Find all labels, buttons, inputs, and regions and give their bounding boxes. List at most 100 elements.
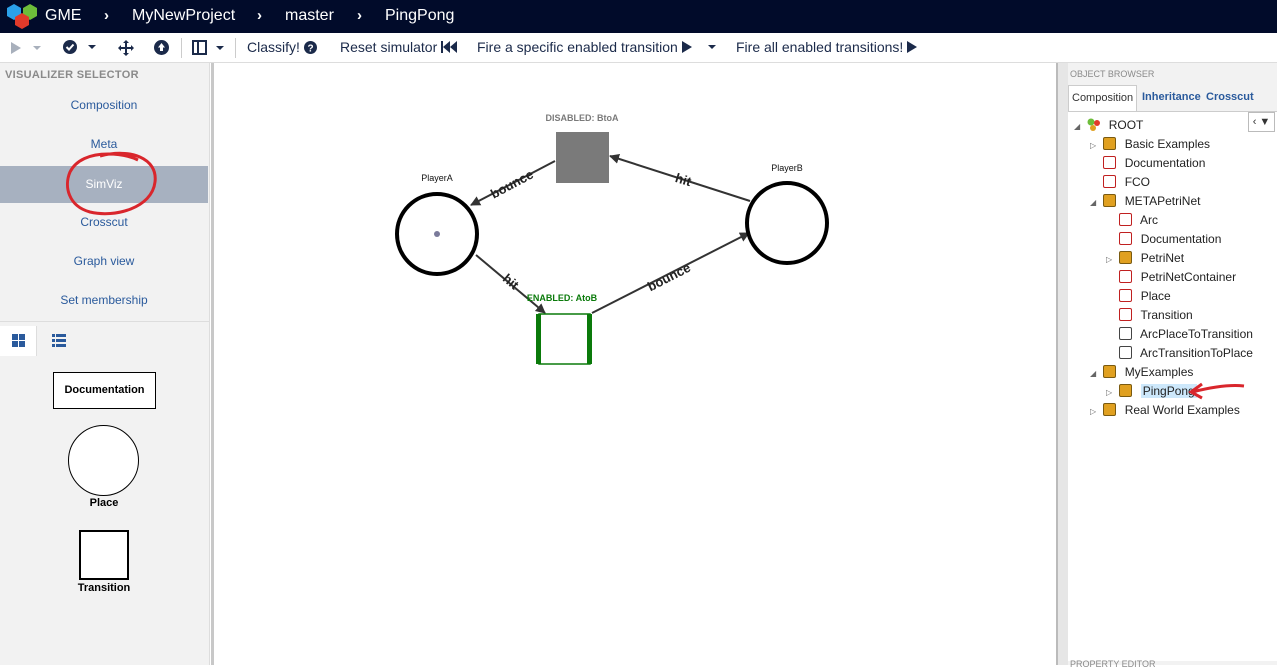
chevron-right-icon: ›	[104, 7, 109, 24]
collapsed-arrow-icon: ▷	[1090, 407, 1097, 416]
token-dot	[434, 231, 440, 237]
transition-atob-left-bar	[536, 314, 541, 364]
transition-atob-label: ENABLED: AtoB	[527, 293, 598, 303]
tree-item-real-world-examples[interactable]: ▷ Real World Examples	[1090, 401, 1240, 420]
place-playerb-label: PlayerB	[771, 163, 803, 173]
tree-item-metapetrinet[interactable]: ◢ METAPetriNet	[1090, 192, 1200, 211]
expanded-arrow-icon: ◢	[1090, 369, 1097, 378]
tree-item-myexamples[interactable]: ◢ MyExamples	[1090, 363, 1193, 382]
collapsed-arrow-icon: ▷	[1106, 255, 1113, 264]
arc-btoa-to-playera[interactable]	[470, 160, 556, 206]
tree-item-arc[interactable]: Arc	[1106, 211, 1158, 230]
play-icon	[907, 41, 918, 53]
check-circle-dropdown-icon[interactable]	[63, 40, 98, 55]
top-bar: GME › MyNewProject › master › PingPong	[0, 0, 1277, 33]
toolbar-divider	[181, 38, 182, 58]
arc-label-hit-bottom: hit	[500, 271, 522, 293]
expanded-arrow-icon: ◢	[1090, 198, 1097, 207]
tree-item-root[interactable]: ◢ ROOT	[1074, 116, 1143, 135]
tree-item-petrinetcontainer[interactable]: PetriNetContainer	[1106, 268, 1236, 287]
folder-icon	[1119, 384, 1133, 397]
collapsed-arrow-icon: ▷	[1090, 141, 1097, 150]
visualizer-simviz[interactable]: SimViz	[0, 166, 208, 203]
grid-icon	[12, 334, 25, 347]
fire-all-transitions-button[interactable]: Fire all enabled transitions!	[736, 39, 918, 55]
arc-label-bounce-bottom: bounce	[645, 260, 693, 294]
chevron-right-icon: ›	[257, 7, 262, 24]
panel-splitter[interactable]	[1056, 63, 1068, 665]
app-name[interactable]: GME	[45, 7, 82, 24]
grid-view-tab[interactable]	[0, 326, 37, 356]
tab-crosscut[interactable]: Crosscut	[1206, 91, 1254, 103]
breadcrumb-project[interactable]: MyNewProject	[132, 7, 236, 24]
svg-text:?: ?	[307, 44, 313, 55]
list-view-tab[interactable]	[40, 326, 77, 356]
connection-icon	[1119, 346, 1133, 359]
list-icon	[52, 334, 66, 347]
chevron-right-icon: ›	[357, 7, 362, 24]
meta-node-icon	[1119, 213, 1133, 226]
collapsed-arrow-icon: ▷	[1106, 388, 1113, 397]
breadcrumb-branch[interactable]: master	[285, 7, 334, 24]
folder-icon	[1119, 251, 1133, 264]
palette-place-shape[interactable]	[68, 425, 139, 496]
visualizer-composition[interactable]: Composition	[70, 98, 138, 112]
meta-node-icon	[1119, 270, 1133, 283]
fire-specific-transition-button[interactable]: Fire a specific enabled transition	[477, 39, 716, 55]
arc-playerb-to-btoa[interactable]	[609, 153, 751, 202]
folder-icon	[1103, 194, 1117, 207]
tree-item-basic-examples[interactable]: ▷ Basic Examples	[1090, 135, 1210, 154]
tree-item-petrinet[interactable]: ▷ PetriNet	[1106, 249, 1184, 268]
layout-columns-dropdown-icon[interactable]	[192, 40, 225, 55]
tree-item-documentation-meta[interactable]: Documentation	[1106, 230, 1221, 249]
visualizer-meta[interactable]: Meta	[90, 137, 118, 151]
classify-button[interactable]: Classify! ?	[247, 39, 317, 55]
object-browser-title: OBJECT BROWSER	[1070, 69, 1155, 79]
property-editor-title: PROPERTY EDITOR	[1070, 659, 1156, 669]
transition-atob-right-bar	[587, 314, 592, 364]
palette-transition-shape[interactable]	[79, 530, 129, 580]
visualizer-selector-title: VISUALIZER SELECTOR	[5, 69, 139, 81]
breadcrumb-model[interactable]: PingPong	[385, 7, 455, 24]
tree-item-place[interactable]: Place	[1106, 287, 1171, 306]
visualizer-panel: VISUALIZER SELECTOR Composition Meta Sim…	[0, 63, 210, 665]
simviz-canvas[interactable]: bounce hit hit bounce DISABLED: BtoA ENA…	[211, 63, 1056, 665]
visualizer-graph-view[interactable]: Graph view	[73, 254, 135, 268]
palette-transition-label: Transition	[77, 582, 131, 594]
folder-icon	[1103, 403, 1117, 416]
move-arrows-icon[interactable]	[118, 40, 134, 56]
meta-node-icon	[1119, 308, 1133, 321]
transition-btoa[interactable]	[556, 132, 609, 183]
transition-atob[interactable]	[538, 313, 591, 365]
reset-simulator-button[interactable]: Reset simulator	[340, 39, 458, 55]
play-dropdown-icon[interactable]	[11, 42, 41, 54]
arc-playera-to-atob[interactable]	[475, 254, 546, 314]
arc-label-bounce-top: bounce	[488, 167, 536, 202]
expanded-arrow-icon: ◢	[1074, 122, 1081, 131]
tree-item-pingpong[interactable]: ▷ PingPong	[1106, 382, 1197, 401]
visualizer-set-membership[interactable]: Set membership	[60, 293, 148, 307]
folder-icon	[1103, 137, 1117, 150]
filter-icon[interactable]: ‹ ▼	[1248, 112, 1275, 132]
place-playerb[interactable]	[745, 181, 829, 265]
toolbar: Classify! ? Reset simulator Fire a speci…	[0, 33, 1277, 63]
petri-net-diagram: bounce hit hit bounce DISABLED: BtoA ENA…	[395, 113, 829, 365]
root-icon	[1087, 118, 1101, 131]
tree-item-transition[interactable]: Transition	[1106, 306, 1193, 325]
palette-documentation[interactable]: Documentation	[53, 372, 156, 409]
tree-item-arctransitiontoplace[interactable]: ArcTransitionToPlace	[1106, 344, 1253, 363]
visualizer-crosscut[interactable]: Crosscut	[80, 215, 128, 229]
tab-composition[interactable]: Composition	[1068, 85, 1138, 111]
tree-item-fco[interactable]: FCO	[1090, 173, 1150, 192]
divider	[0, 321, 210, 322]
meta-node-icon	[1103, 156, 1117, 169]
tab-inheritance[interactable]: Inheritance	[1142, 91, 1201, 103]
tree-item-arcplacetotransition[interactable]: ArcPlaceToTransition	[1106, 325, 1253, 344]
place-playera-label: PlayerA	[421, 173, 453, 183]
arrow-up-circle-icon[interactable]	[154, 40, 169, 55]
transition-btoa-label: DISABLED: BtoA	[546, 113, 619, 123]
red-annotation-circle	[66, 151, 157, 216]
tree-item-documentation[interactable]: Documentation	[1090, 154, 1205, 173]
arc-atob-to-playerb[interactable]	[591, 232, 750, 314]
arc-label-hit-top: hit	[674, 170, 694, 189]
